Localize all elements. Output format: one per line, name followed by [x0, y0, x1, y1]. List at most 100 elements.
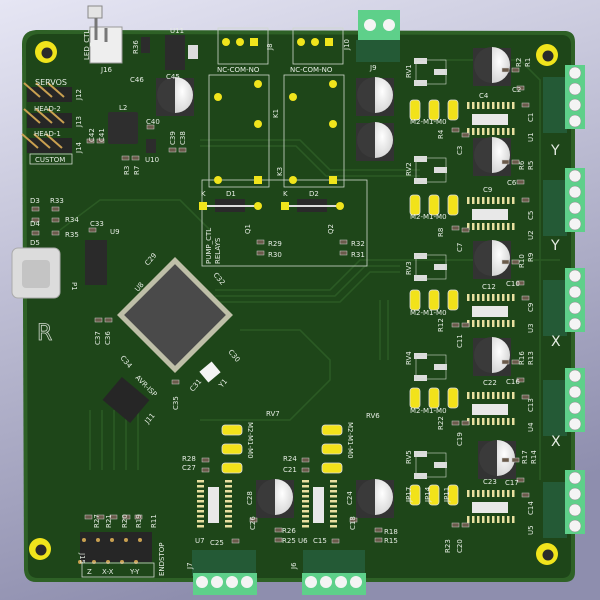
- terminal-body: [543, 380, 567, 436]
- jumper[interactable]: [428, 289, 440, 311]
- label: R25: [282, 537, 296, 545]
- label: C12: [482, 283, 496, 291]
- label: C13: [527, 398, 535, 412]
- label: R14: [530, 450, 538, 464]
- capacitor-stripe: [275, 479, 293, 515]
- jumper[interactable]: [221, 462, 243, 474]
- j16-connector: [87, 5, 123, 64]
- label: RELAYS: [214, 237, 222, 264]
- label: C26: [249, 516, 257, 530]
- j6-terminal[interactable]: [302, 573, 366, 595]
- screw-icon: [568, 417, 582, 431]
- jumper[interactable]: [428, 99, 440, 121]
- jumper[interactable]: [321, 443, 343, 455]
- j7-terminal[interactable]: [193, 573, 257, 595]
- label: M2-M1-M0: [246, 422, 254, 459]
- driver-pin: [197, 520, 204, 523]
- motor-terminal[interactable]: [565, 368, 585, 432]
- driver-pin: [507, 102, 510, 109]
- jumper[interactable]: [321, 424, 343, 436]
- logo-r: R: [37, 321, 52, 346]
- label: CUSTOM: [35, 156, 65, 164]
- driver-pin: [492, 197, 495, 204]
- driver-pin: [482, 294, 485, 301]
- jumper[interactable]: [447, 289, 459, 311]
- label: C38: [179, 131, 187, 145]
- label: RV4: [405, 351, 413, 365]
- driver-pin: [302, 495, 309, 498]
- driver-pin: [497, 490, 500, 497]
- custom-outline: [29, 153, 73, 165]
- screw-icon: [568, 401, 582, 415]
- driver-pin: [467, 223, 470, 230]
- jumper[interactable]: [447, 99, 459, 121]
- driver-pin: [330, 490, 337, 493]
- motor-terminal[interactable]: [565, 268, 585, 332]
- label: Q2: [327, 224, 335, 234]
- label: R34: [65, 216, 79, 224]
- jumper[interactable]: [447, 194, 459, 216]
- smd-component: [51, 206, 60, 212]
- u9-chip: [85, 240, 107, 285]
- driver-pin: [507, 320, 510, 327]
- trimpot: [415, 59, 447, 85]
- smd-component: [168, 147, 177, 153]
- traces: [59, 59, 560, 480]
- smd-component: [201, 467, 210, 473]
- label: C16: [506, 378, 520, 386]
- stepper-driver: [472, 502, 508, 513]
- label: P1: [70, 282, 78, 291]
- smd-component: [86, 138, 95, 144]
- motor-terminal[interactable]: [565, 168, 585, 232]
- driver-pin: [497, 320, 500, 327]
- smd-component: [301, 457, 310, 463]
- smd-component: [451, 225, 460, 231]
- jumper[interactable]: [428, 387, 440, 409]
- driver-pin: [330, 510, 337, 513]
- jumper[interactable]: [321, 462, 343, 474]
- label: R16: [518, 351, 526, 365]
- smd-component: [374, 537, 383, 543]
- label: C10: [506, 280, 520, 288]
- jumper[interactable]: [409, 387, 421, 409]
- driver-pin: [512, 320, 515, 327]
- label: D3: [30, 197, 40, 205]
- label: K: [201, 190, 206, 198]
- driver-pin: [497, 516, 500, 523]
- trimpot-pad: [414, 58, 427, 64]
- jumper[interactable]: [447, 484, 459, 506]
- jumper[interactable]: [409, 289, 421, 311]
- jumper[interactable]: [221, 443, 243, 455]
- driver-pin: [487, 294, 490, 301]
- smd-component: [461, 522, 470, 528]
- motor-terminal[interactable]: [565, 470, 585, 534]
- driver-pin: [225, 485, 232, 488]
- trimpot-pad: [414, 156, 427, 162]
- label: D1: [226, 190, 236, 198]
- terminal-body: [543, 482, 567, 538]
- trimpot: [415, 452, 447, 478]
- driver-pin: [487, 128, 490, 135]
- jumper[interactable]: [428, 484, 440, 506]
- label: K3: [276, 167, 284, 176]
- driver-pin: [225, 505, 232, 508]
- jumper[interactable]: [409, 99, 421, 121]
- label: C35: [172, 396, 180, 410]
- label: C15: [313, 537, 327, 545]
- driver-pin: [502, 294, 505, 301]
- driver-pin: [467, 128, 470, 135]
- motor-terminal[interactable]: [565, 65, 585, 129]
- trimpot: [415, 254, 447, 280]
- smd-component: [521, 394, 530, 400]
- jumper[interactable]: [447, 387, 459, 409]
- trimpot-pad: [414, 275, 427, 281]
- label: R10: [518, 254, 526, 268]
- label: C28: [246, 491, 254, 505]
- smd-component: [109, 514, 118, 520]
- jumper[interactable]: [221, 424, 243, 436]
- jumper[interactable]: [409, 194, 421, 216]
- label: RV5: [405, 450, 413, 464]
- jumper[interactable]: [428, 194, 440, 216]
- jumper[interactable]: [409, 484, 421, 506]
- driver-pin: [472, 516, 475, 523]
